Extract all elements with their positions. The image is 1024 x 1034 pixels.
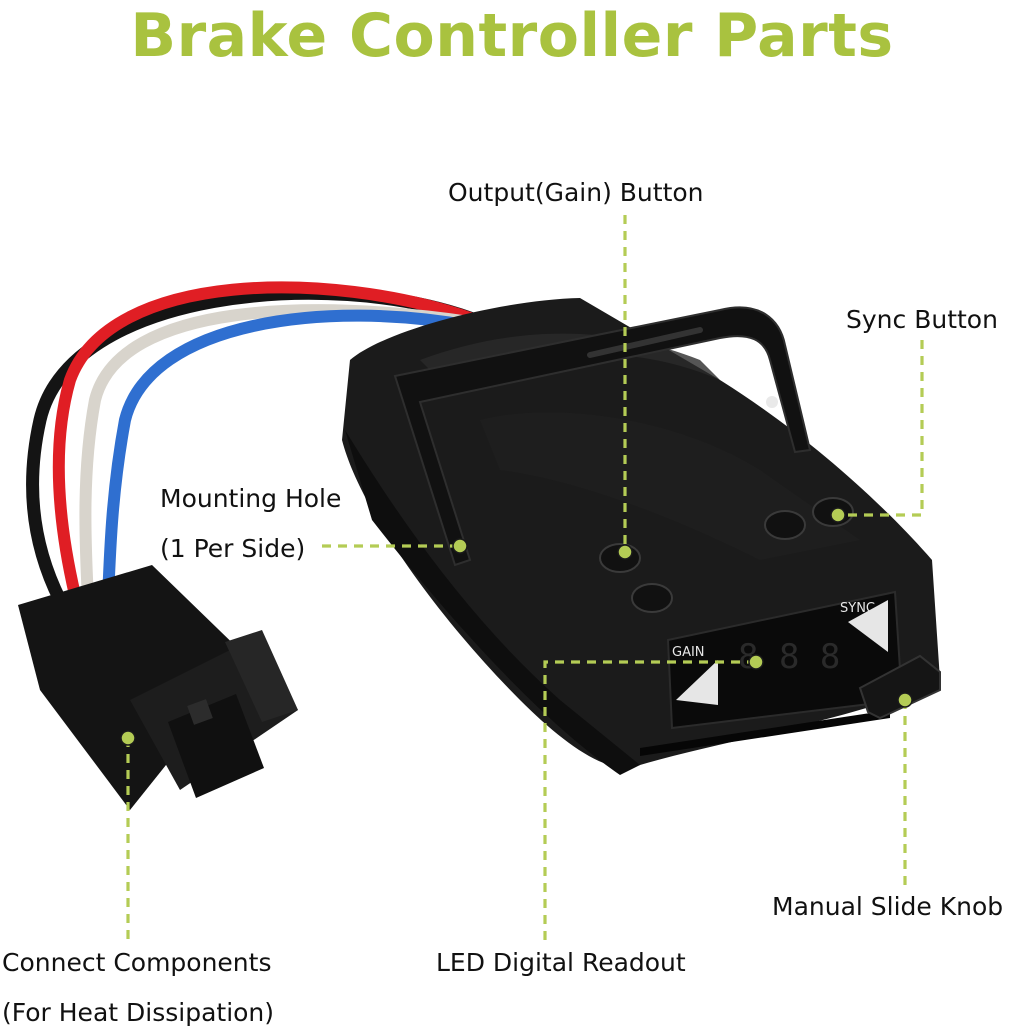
label-connect-components-note: (For Heat Dissipation) <box>2 998 275 1027</box>
sync-indicator <box>848 600 888 652</box>
callout-dots <box>120 507 913 746</box>
label-connect-components: Connect Components <box>2 948 272 977</box>
callout-dot-led <box>748 654 764 670</box>
bracket-hole <box>766 396 778 408</box>
label-sync-button: Sync Button <box>846 305 998 334</box>
callout-line-sync <box>842 340 924 517</box>
label-mounting-hole-note: (1 Per Side) <box>160 534 306 563</box>
callout-dot-sync <box>830 507 846 523</box>
wire-harness <box>26 281 477 607</box>
mounting-bracket <box>393 306 812 567</box>
connector-plug <box>18 565 298 810</box>
callout-dot-slide-knob <box>897 692 913 708</box>
callout-dot-output-gain <box>617 544 633 560</box>
gain-text: GAIN <box>672 645 705 660</box>
label-mounting-hole: Mounting Hole <box>160 484 342 513</box>
diagram-title: Brake Controller Parts <box>130 1 894 71</box>
manual-slide-knob <box>858 654 941 720</box>
callout-dot-mounting-hole <box>452 538 468 554</box>
callout-lines <box>126 215 924 940</box>
wire-blue <box>102 309 476 606</box>
wire-red <box>52 281 476 601</box>
callout-line-led <box>543 660 752 940</box>
label-led-digital-readout: LED Digital Readout <box>436 948 686 977</box>
sync-text: SYNC <box>840 601 875 616</box>
gain-indicator <box>676 660 718 705</box>
slide-assembly <box>640 654 941 756</box>
callout-dot-connector <box>120 730 136 746</box>
label-output-gain-button: Output(Gain) Button <box>448 178 704 207</box>
sync-minus-button <box>764 510 806 540</box>
label-manual-slide-knob: Manual Slide Knob <box>772 892 1004 921</box>
gain-minus-button <box>631 583 673 613</box>
